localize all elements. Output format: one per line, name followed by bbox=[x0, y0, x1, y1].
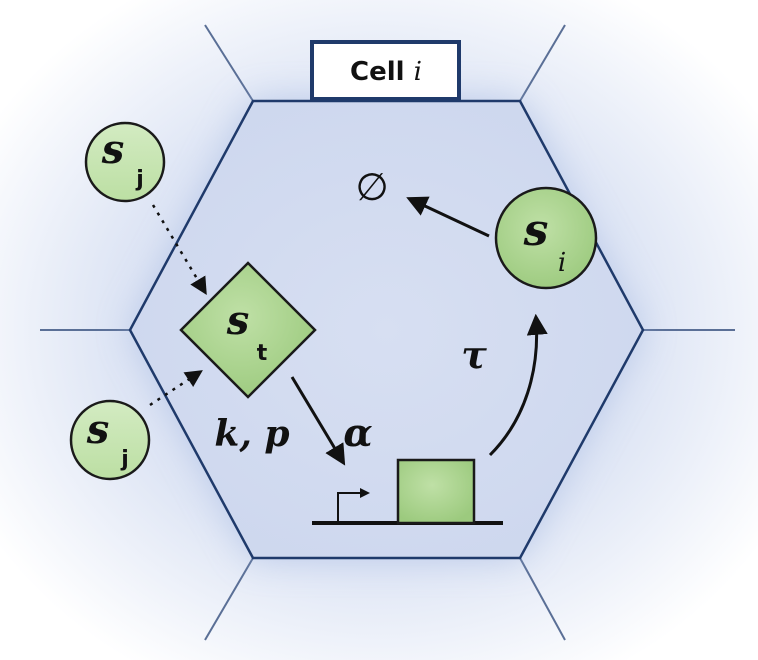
signal-source-bottom-symbol: s bbox=[86, 406, 110, 453]
signal-source-bottom: s j bbox=[69, 399, 151, 481]
signal-source-top: s j bbox=[84, 121, 166, 203]
secreted-signal-symbol: s bbox=[523, 205, 549, 256]
gene-construct bbox=[312, 458, 503, 525]
degradation-empty-set: ∅ bbox=[355, 165, 388, 209]
activation-arrow bbox=[290, 376, 346, 466]
degradation-arrow bbox=[406, 196, 490, 238]
secreted-signal-subscript: i bbox=[558, 248, 566, 278]
cell-label-text: Cell bbox=[350, 57, 414, 87]
signal-source-top-subscript: j bbox=[135, 167, 144, 192]
neighbor-cell-edges bbox=[40, 24, 735, 641]
target-signal-node: s t bbox=[179, 261, 317, 399]
input-arrow-bottom bbox=[149, 370, 203, 407]
target-signal-subscript: t bbox=[257, 341, 268, 366]
secreted-signal-node: s i bbox=[494, 186, 598, 290]
expression-rate-label: α bbox=[343, 410, 372, 455]
binding-parameters-label: k, p bbox=[214, 413, 289, 455]
svg-text:Cell i: Cell i bbox=[350, 57, 422, 87]
signal-source-top-symbol: s bbox=[101, 126, 125, 173]
cell-label-box: Cell i bbox=[310, 40, 461, 101]
delay-label: τ bbox=[461, 332, 487, 377]
cell-label-index: i bbox=[414, 57, 422, 87]
gene-box bbox=[396, 458, 476, 525]
signal-source-bottom-subscript: j bbox=[120, 447, 129, 472]
production-arrow bbox=[488, 313, 548, 457]
target-signal-symbol: s bbox=[226, 297, 250, 344]
promoter-arrow bbox=[337, 488, 370, 523]
